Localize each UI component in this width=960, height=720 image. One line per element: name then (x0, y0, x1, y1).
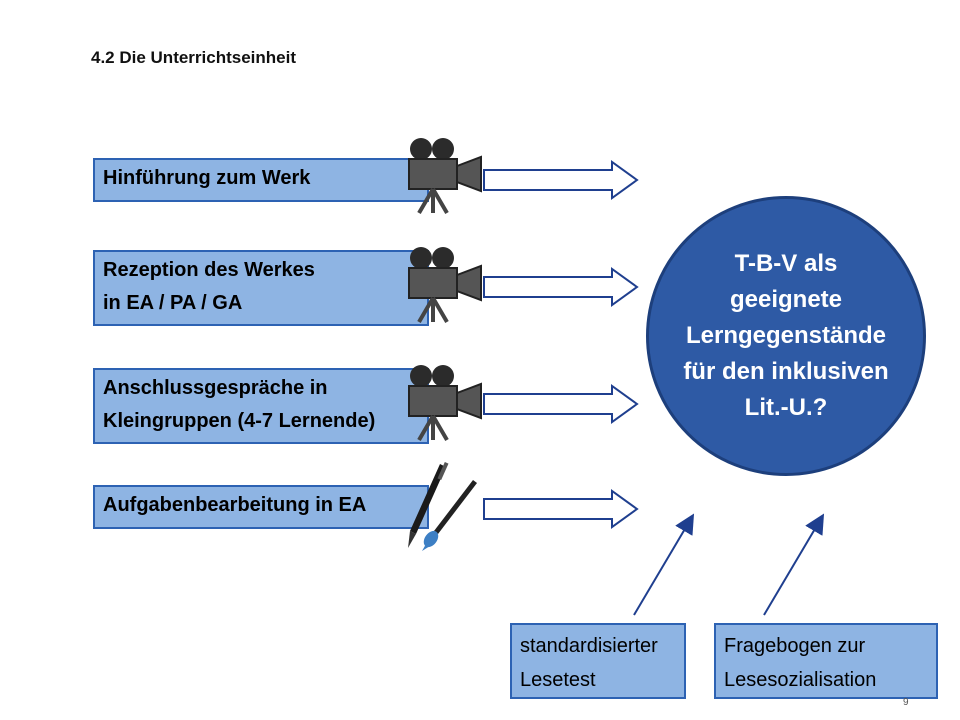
step-box-rezeption: Rezeption des Werkes in EA / PA / GA (93, 250, 429, 326)
step-label-line-2: in EA / PA / GA (103, 292, 243, 314)
central-question-circle: T-B-V als geeignete Lerngegenstände für … (646, 196, 926, 476)
circle-text-line-1: T-B-V als (734, 250, 838, 277)
step-label: Hinführung zum Werk (103, 167, 311, 189)
diagonal-arrows (633, 513, 825, 616)
source-label-line-2: Lesesozialisation (724, 669, 877, 691)
source-label-line-2: Lesetest (520, 669, 596, 691)
film-camera-icon (408, 365, 482, 442)
slide-title: 4.2 Die Unterrichtseinheit (91, 48, 297, 67)
step-label-line-1: Rezeption des Werkes (103, 259, 315, 281)
arrow-right-icon (483, 160, 639, 200)
arrow-right-icon (483, 489, 639, 529)
circle-text-line-4: für den inklusiven (683, 358, 889, 385)
arrow-right-icon (483, 384, 639, 424)
arrow-fragebogen-to-circle (763, 513, 825, 616)
source-label-line-1: standardisierter (520, 635, 658, 657)
source-label-line-1: Fragebogen zur (724, 635, 866, 657)
source-box-lesetest: standardisierter Lesetest (510, 623, 686, 699)
circle-text-line-3: Lerngegenstände (685, 322, 887, 349)
step-box-hinfuehrung: Hinführung zum Werk (93, 158, 429, 202)
page-number: 9 (903, 697, 909, 708)
circle-text-line-2: geeignete (729, 286, 843, 313)
pen-and-brush-icon (408, 461, 477, 551)
step-label-line-2: Kleingruppen (4-7 Lernende) (103, 410, 376, 432)
step-box-anschlussgespraeche: Anschlussgespräche in Kleingruppen (4-7 … (93, 368, 429, 444)
step-label-line-1: Anschlussgespräche in (103, 377, 328, 399)
arrow-lesetest-to-circle (633, 513, 695, 616)
film-camera-icon (408, 247, 482, 324)
step-box-aufgabenbearbeitung: Aufgabenbearbeitung in EA (93, 485, 429, 529)
circle-text-line-5: Lit.-U.? (744, 394, 828, 421)
step-label: Aufgabenbearbeitung in EA (103, 494, 367, 516)
source-box-fragebogen: Fragebogen zur Lesesozialisation (714, 623, 938, 699)
film-camera-icon (408, 138, 482, 215)
arrow-right-icon (483, 267, 639, 307)
